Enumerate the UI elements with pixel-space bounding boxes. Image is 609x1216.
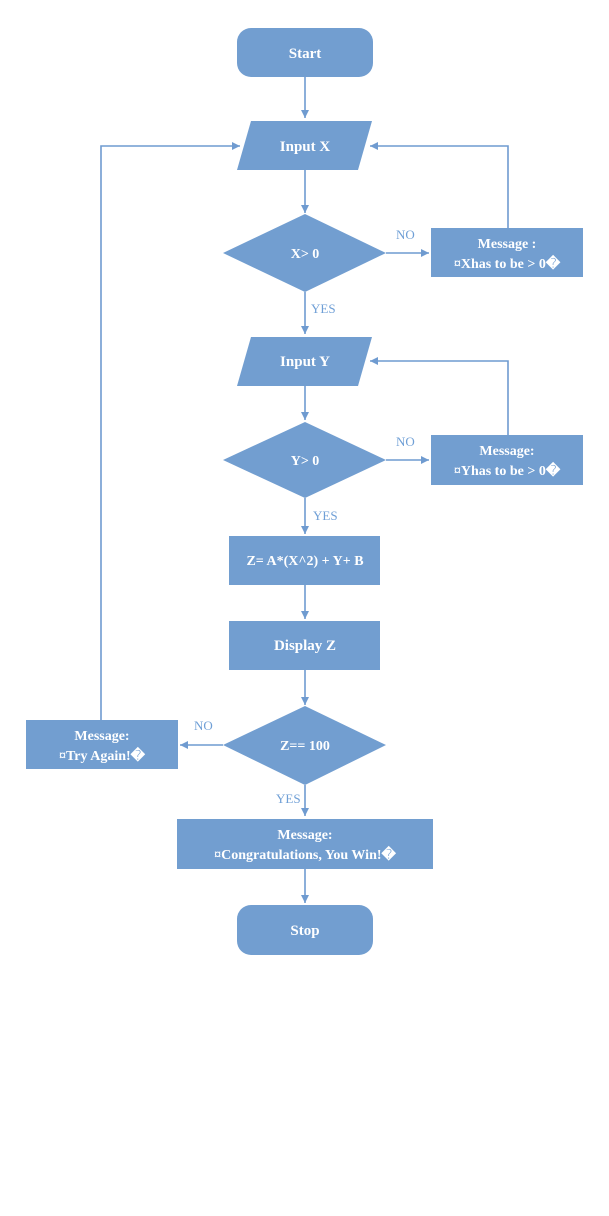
edge-label-z-no: NO [194, 718, 213, 733]
msg-y-line2: ¤Yhas to be > 0� [454, 461, 561, 479]
edge-label-y-no: NO [396, 434, 415, 449]
msg-win-node: Message: ¤Congratulations, You Win!� [177, 819, 433, 869]
msg-win-line1: Message: [277, 828, 332, 843]
display-node: Display Z [229, 621, 380, 670]
arrow-try-again-loop [100, 142, 240, 720]
msg-x-line2: ¤Xhas to be > 0� [454, 254, 561, 272]
arrow-msg-y-loop [370, 357, 509, 435]
msg-y-node: Message: ¤Yhas to be > 0� [431, 435, 583, 485]
display-label: Display Z [274, 638, 336, 654]
cond-z-node: Z== 100 [223, 706, 386, 785]
msg-x-node: Message : ¤Xhas to be > 0� [431, 228, 583, 277]
edge-label-y-yes: YES [313, 508, 338, 523]
compute-label: Z= A*(X^2) + Y+ B [246, 554, 363, 569]
msg-again-line1: Message: [74, 729, 129, 744]
edge-label-x-no: NO [396, 227, 415, 242]
cond-y-node: Y> 0 [223, 422, 386, 498]
connectors [100, 77, 509, 903]
edge-labels: NO YES NO YES NO YES [194, 227, 415, 806]
msg-again-node: Message: ¤Try Again!� [26, 720, 178, 769]
input-y-node: Input Y [237, 337, 372, 386]
cond-x-node: X> 0 [223, 214, 386, 292]
msg-win-line2: ¤Congratulations, You Win!� [214, 845, 396, 863]
msg-x-line1: Message : [478, 237, 537, 252]
compute-node: Z= A*(X^2) + Y+ B [229, 536, 380, 585]
msg-again-line2: ¤Try Again!� [59, 746, 146, 764]
stop-label: Stop [290, 923, 319, 939]
edge-label-z-yes: YES [276, 791, 301, 806]
input-x-label: Input X [280, 139, 331, 155]
cond-z-label: Z== 100 [280, 739, 330, 754]
arrow-msg-x-loop [370, 142, 509, 228]
msg-y-line1: Message: [479, 444, 534, 459]
input-y-label: Input Y [280, 354, 330, 370]
start-label: Start [289, 46, 322, 62]
edge-label-x-yes: YES [311, 301, 336, 316]
stop-node: Stop [237, 905, 373, 955]
cond-y-label: Y> 0 [291, 454, 320, 469]
start-node: Start [237, 28, 373, 77]
input-x-node: Input X [237, 121, 372, 170]
cond-x-label: X> 0 [291, 247, 320, 262]
